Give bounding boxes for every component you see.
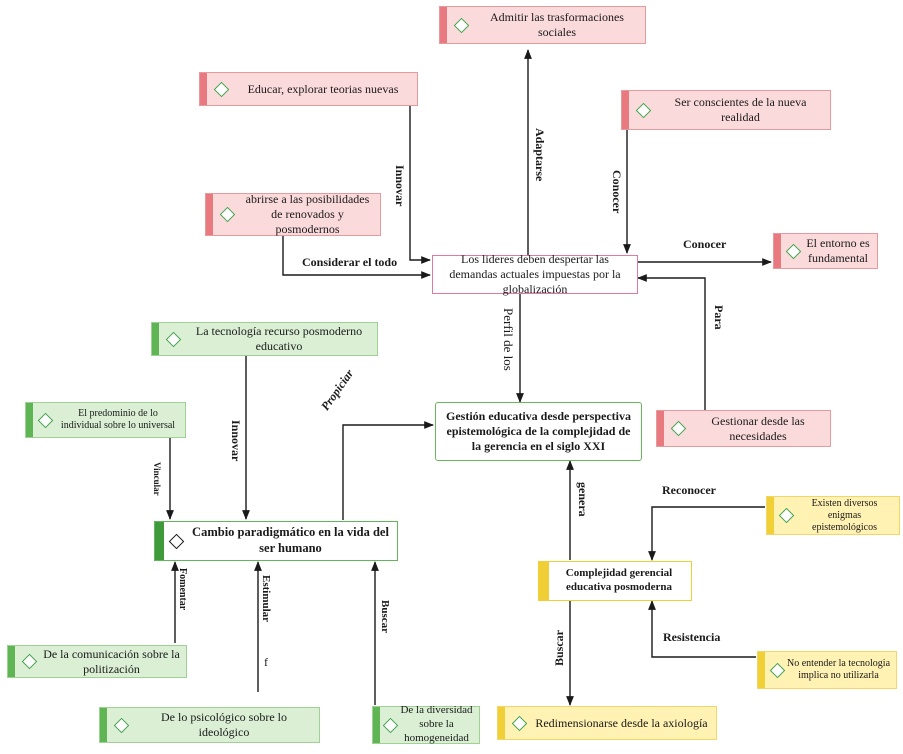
label-para: Para — [712, 305, 726, 330]
diamond-icon — [37, 412, 54, 428]
node-educar[interactable]: Educar, explorar teorias nuevas — [199, 72, 418, 106]
node-label: Gestión educativa desde perspectiva epis… — [446, 409, 631, 453]
node-gestionar[interactable]: Gestionar desde las necesidades — [656, 410, 831, 447]
edge-reconocer — [648, 506, 765, 561]
label-reconocer: Reconocer — [662, 483, 716, 497]
node-psicologico[interactable]: De lo psicológico sobre lo ideológico — [99, 707, 320, 743]
label-genera: genera — [576, 482, 590, 517]
label-buscar-left: Buscar — [379, 600, 391, 633]
node-ser-conscientes[interactable]: Ser conscientes de la nueva realidad — [621, 90, 831, 130]
diamond-icon — [778, 507, 795, 524]
label-innovar-top: Innovar — [393, 165, 407, 207]
edge-para — [637, 274, 706, 410]
node-bar — [8, 646, 15, 677]
node-abrirse[interactable]: abrirse a las posibilidades de renovados… — [205, 192, 381, 236]
node-bar — [26, 403, 33, 437]
node-label: El entorno es fundamental — [806, 236, 870, 265]
label-conocer-h: Conocer — [683, 237, 727, 251]
node-no-entender[interactable]: No entender la tecnologia implica no uti… — [757, 651, 897, 689]
node-label: Ser conscientes de la nueva realidad — [674, 95, 807, 124]
node-lideres[interactable]: Los lideres deben despertar las demandas… — [432, 252, 638, 296]
node-label: Cambio paradigmático en la vida del ser … — [192, 525, 389, 555]
node-label: Admitir las trasformaciones sociales — [490, 10, 624, 39]
diamond-icon — [785, 243, 802, 259]
node-bar — [440, 7, 447, 43]
edge-propiciar — [342, 421, 434, 520]
label-estimular: Estimular — [260, 575, 272, 623]
edge-innovar-top — [409, 106, 431, 264]
diamond-icon — [670, 420, 687, 437]
node-label: Gestionar desde las necesidades — [711, 413, 805, 443]
node-redimensionarse[interactable]: Redimensionarse desde la axiología — [497, 706, 717, 740]
node-label: Educar, explorar teorias nuevas — [247, 81, 399, 96]
diamond-icon — [382, 717, 399, 733]
diamond-icon — [165, 331, 182, 347]
label-perfil: Perfil de los — [501, 308, 516, 371]
node-bar — [767, 497, 774, 534]
node-admitir[interactable]: Admitir las trasformaciones sociales — [439, 6, 646, 44]
node-bar — [206, 194, 213, 235]
node-bar — [200, 73, 207, 105]
node-bar — [152, 323, 159, 355]
node-bar — [155, 522, 164, 560]
node-tecnologia[interactable]: La tecnología recurso posmoderno educati… — [151, 322, 378, 356]
node-enigmas[interactable]: Existen diversos enigmas epistemológicos — [766, 496, 900, 535]
node-predominio[interactable]: El predominio de lo individual sobre lo … — [25, 402, 186, 438]
node-label: abrirse a las posibilidades de renovados… — [245, 192, 370, 236]
node-bar — [373, 707, 380, 743]
label-adaptarse: Adaptarse — [533, 128, 547, 182]
diamond-icon — [168, 533, 185, 549]
label-estimular-mark: f — [264, 655, 268, 669]
node-gestion[interactable]: Gestión educativa desde perspectiva epis… — [435, 402, 642, 461]
edge-resistencia — [648, 600, 756, 658]
label-innovar-left: Innovar — [229, 420, 243, 462]
node-bar — [657, 411, 664, 446]
diamond-icon — [769, 662, 786, 678]
node-bar — [498, 707, 505, 739]
label-buscar-bottom: Buscar — [552, 630, 566, 666]
node-cambio[interactable]: Cambio paradigmático en la vida del ser … — [154, 521, 398, 561]
label-resistencia: Resistencia — [663, 630, 721, 644]
label-fomentar: Fomentar — [177, 568, 188, 611]
node-label: Existen diversos enigmas epistemológicos — [811, 497, 878, 533]
node-bar — [758, 652, 765, 688]
label-vincular: Vincular — [152, 462, 162, 496]
diamond-icon — [113, 717, 130, 733]
edge-considerar — [282, 236, 431, 279]
node-bar — [774, 234, 781, 268]
node-comunicacion[interactable]: De la comunicación sobre la politización — [7, 645, 187, 678]
node-label: De la comunicación sobre la politización — [43, 646, 180, 676]
diamond-icon — [219, 206, 236, 223]
node-bar — [539, 562, 549, 600]
diamond-icon — [21, 653, 38, 670]
node-complejidad[interactable]: Complejidad gerencial educativa posmoder… — [538, 561, 692, 601]
diamond-icon — [213, 81, 230, 97]
node-label: La tecnología recurso posmoderno educati… — [195, 324, 363, 353]
diamond-icon — [453, 17, 470, 33]
node-bar — [622, 91, 629, 129]
label-considerar: Considerar el todo — [302, 255, 398, 269]
node-label: El predominio de lo individual sobre lo … — [60, 408, 176, 431]
node-label: Complejidad gerencial educativa posmoder… — [565, 567, 673, 593]
node-label: Los lideres deben despertar las demandas… — [449, 252, 621, 296]
diamond-icon — [635, 102, 652, 118]
diamond-icon — [511, 715, 528, 731]
label-conocer-v: Conocer — [610, 170, 624, 214]
node-label: No entender la tecnologia implica no uti… — [787, 658, 891, 681]
node-label: Redimensionarse desde la axiología — [535, 715, 708, 730]
node-entorno[interactable]: El entorno es fundamental — [773, 233, 878, 269]
node-label: De lo psicológico sobre lo ideológico — [161, 710, 287, 739]
node-diversidad[interactable]: De la diversidad sobre la homogeneidad — [372, 704, 480, 744]
node-bar — [100, 708, 107, 742]
node-label: De la diversidad sobre la homogeneidad — [400, 704, 473, 744]
